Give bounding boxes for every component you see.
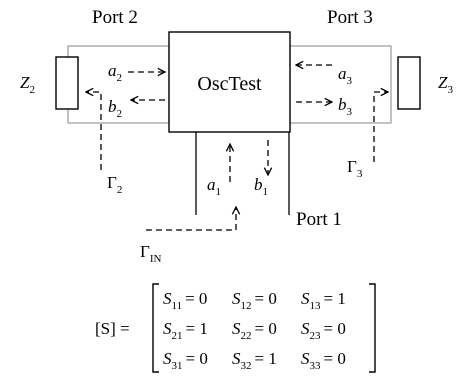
z3-load [397, 56, 421, 110]
b2-label: b2 [108, 97, 122, 120]
osctest-box [168, 31, 291, 133]
matrix-cell-s21: S21= 1 [163, 319, 208, 342]
b1-label: b1 [254, 175, 268, 198]
b3-label: b3 [338, 95, 353, 118]
matrix-cell-s23: S23= 0 [301, 319, 346, 342]
matrix-cell-s33: S33= 0 [301, 349, 346, 372]
a3-label: a3 [338, 64, 353, 87]
gamma2-label: Γ2 [107, 173, 122, 196]
gamma2-reference-line [86, 92, 102, 170]
matrix-right-bracket [369, 283, 376, 373]
matrix-cell-s32: S32= 1 [232, 349, 277, 372]
matrix-cell-s31: S31= 0 [163, 349, 208, 372]
z2-load [55, 56, 79, 110]
matrix-cell-s22: S22= 0 [232, 319, 277, 342]
matrix-cell-s12: S12= 0 [232, 289, 277, 312]
z2-label: Z2 [20, 73, 35, 96]
matrix-cell-s13: S13= 1 [301, 289, 346, 312]
matrix-left-bracket [152, 283, 159, 373]
z3-label: Z3 [438, 73, 453, 96]
matrix-cell-s11: S11= 0 [163, 289, 207, 312]
port2-label: Port 2 [92, 7, 138, 28]
matrix-cells: S11= 0 S12= 0 S13= 1 S21= 1 S22= 0 S23= 0 S31=… [163, 289, 346, 372]
matrix-lhs: [S] = [95, 319, 130, 338]
gamma-in-label: ΓIN [140, 242, 161, 265]
gamma3-label: Γ3 [347, 157, 363, 180]
gamma3-reference-line [373, 92, 388, 162]
gamma-in-reference-line [146, 207, 236, 231]
port1-label: Port 1 [296, 209, 342, 230]
a2-label: a2 [108, 61, 122, 84]
port3-label: Port 3 [327, 7, 373, 28]
a1-label: a1 [207, 175, 221, 198]
osctest-label: OscTest [197, 73, 262, 95]
